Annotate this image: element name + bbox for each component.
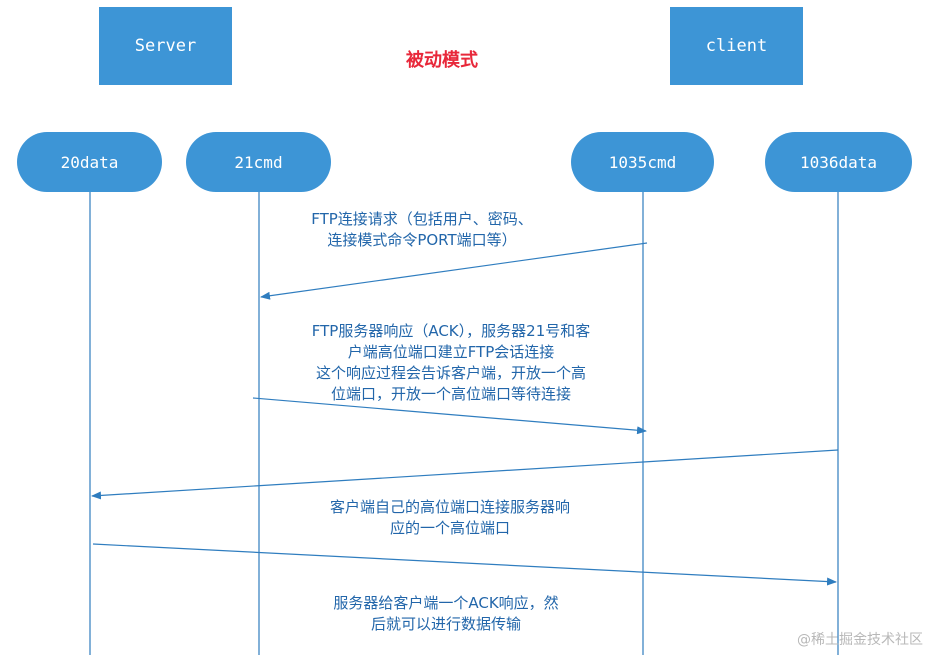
message-connect-request: FTP连接请求（包括用户、密码、 连接模式命令PORT端口等） [272, 209, 572, 251]
message-line: 应的一个高位端口 [389, 519, 510, 537]
message-line: 服务器给客户端一个ACK响应，然 [333, 594, 559, 612]
port-20data: 20data [17, 132, 162, 192]
port-1035cmd-label: 1035cmd [608, 152, 677, 172]
port-21cmd: 21cmd [186, 132, 331, 192]
arrow-client-data-connect [91, 449, 839, 500]
client-box: client [670, 7, 803, 85]
client-label: client [705, 36, 768, 56]
port-1035cmd: 1035cmd [571, 132, 714, 192]
arrow-connect-request [260, 242, 648, 300]
message-line: FTP服务器响应（ACK），服务器21号和客 [311, 322, 591, 340]
message-client-data-connect: 客户端自己的高位端口连接服务器响 应的一个高位端口 [285, 497, 615, 539]
port-21cmd-label: 21cmd [234, 152, 283, 172]
message-line: 这个响应过程会告诉客户端，开放一个高 [315, 364, 586, 382]
message-line: 户端高位端口建立FTP会话连接 [347, 343, 555, 361]
message-line: 后就可以进行数据传输 [370, 615, 521, 633]
port-20data-label: 20data [60, 152, 119, 172]
server-label: Server [134, 36, 197, 56]
arrow-data-ack [92, 543, 837, 586]
message-server-ack: FTP服务器响应（ACK），服务器21号和客 户端高位端口建立FTP会话连接 这… [266, 321, 636, 405]
message-line: FTP连接请求（包括用户、密码、 [311, 210, 533, 228]
message-line: 客户端自己的高位端口连接服务器响 [329, 498, 570, 516]
arrow-server-ack [252, 397, 647, 435]
message-line: 连接模式命令PORT端口等） [327, 231, 517, 249]
diagram-title: 被动模式 [406, 50, 478, 71]
port-1036data: 1036data [765, 132, 912, 192]
message-data-ack: 服务器给客户端一个ACK响应，然 后就可以进行数据传输 [296, 593, 596, 635]
message-line: 位端口，开放一个高位端口等待连接 [330, 385, 571, 403]
watermark: @稀土掘金技术社区 [797, 632, 923, 648]
server-box: Server [99, 7, 232, 85]
port-1036data-label: 1036data [799, 152, 878, 172]
